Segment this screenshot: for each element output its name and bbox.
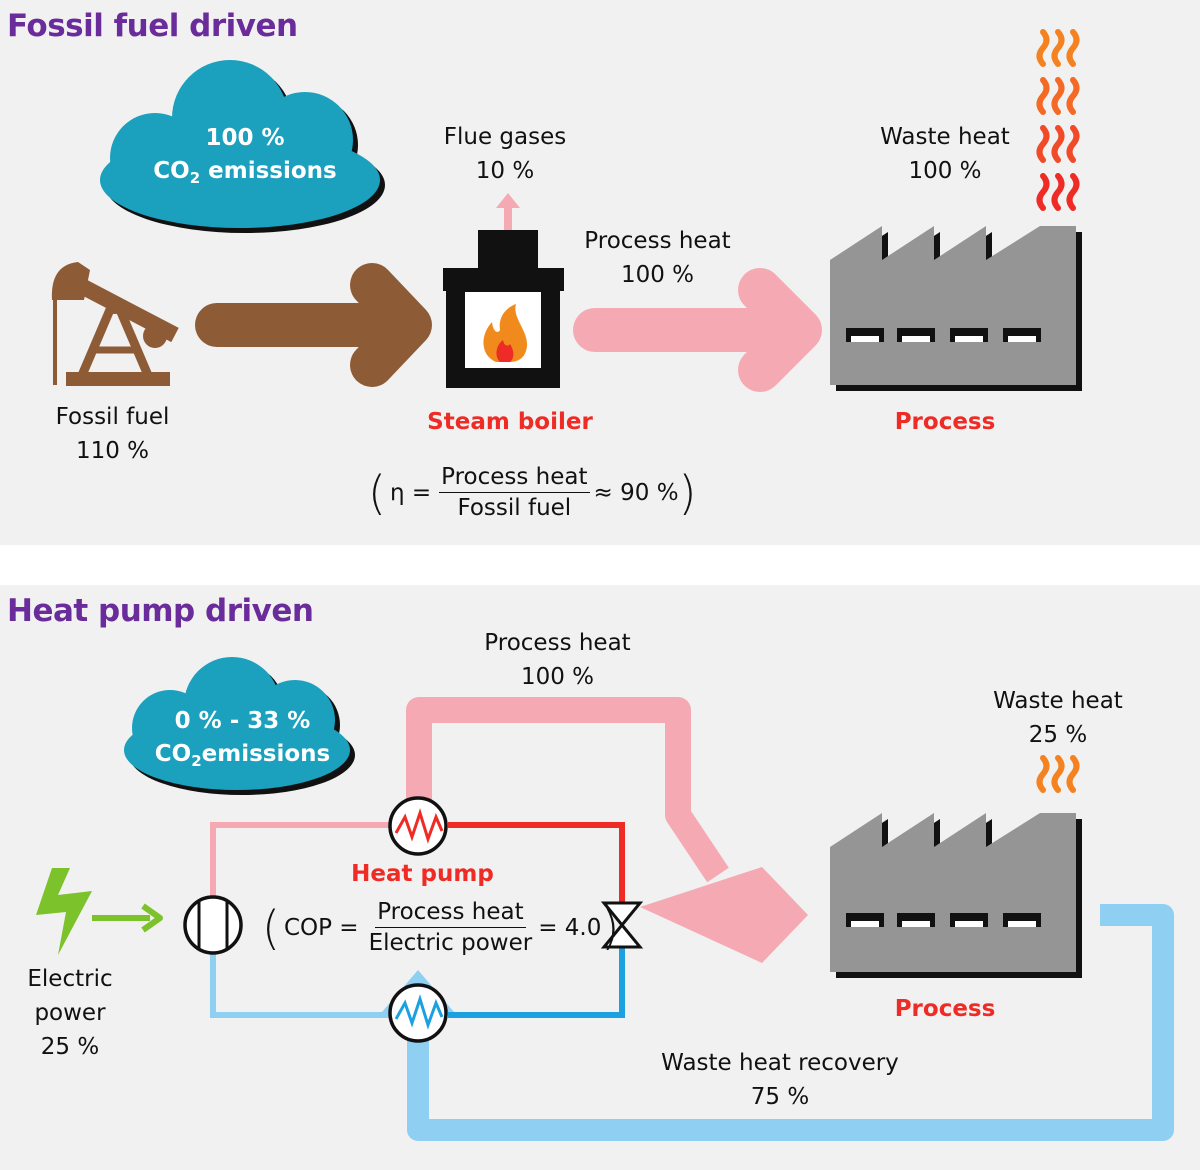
electric-power-label: Electric power 25 % <box>10 962 130 1064</box>
process-label: Process <box>894 996 996 1022</box>
process-heat-arrow <box>573 268 822 392</box>
electric-power-value: 25 % <box>40 1034 100 1060</box>
waste-heat-label: Waste heat 25 % <box>978 684 1138 752</box>
formula-denominator: Fossil fuel <box>457 495 572 521</box>
efficiency-formula: ( η = Process heat Fossil fuel ≈ 90 % ) <box>368 462 697 521</box>
waste-heat-recovery-value: 75 % <box>750 1084 810 1110</box>
steam-boiler-label: Steam boiler <box>427 409 593 435</box>
heat-pump-panel: Heat pump driven <box>0 585 1200 1170</box>
waste-heat-recovery-label: Waste heat recovery 75 % <box>650 1046 910 1114</box>
formula-numerator: Process heat <box>375 897 526 928</box>
fossil-fuel-panel: Fossil fuel driven <box>0 0 1200 545</box>
formula-denominator: Electric power <box>368 930 533 956</box>
heat-pump-diagram <box>36 657 1174 1141</box>
formula-rhs: ≈ 90 % <box>593 479 679 506</box>
co2-percentage: 100 % <box>205 125 285 151</box>
steam-boiler-icon <box>443 230 564 388</box>
panel-title-fossil: Fossil fuel driven <box>7 8 298 44</box>
lightning-bolt-icon <box>36 868 92 955</box>
formula-rhs: = 4.0 <box>538 914 602 941</box>
fossil-diagram <box>51 29 1082 392</box>
heat-pump-label: Heat pump <box>351 861 494 887</box>
waste-heat-icon <box>1036 29 1080 211</box>
fossil-fuel-value: 110 % <box>75 438 150 464</box>
process-heat-label: Process heat 100 % <box>470 626 645 694</box>
cop-formula: ( COP = Process heat Electric power = 4.… <box>262 897 620 956</box>
waste-heat-icon <box>1036 755 1080 793</box>
pump-jack-icon <box>51 262 179 386</box>
evaporator-icon <box>388 983 448 1043</box>
co2-cloud-text: 0 % - 33 % CO2emissions <box>140 705 345 778</box>
formula-numerator: Process heat <box>439 462 590 493</box>
process-heat-value: 100 % <box>520 664 595 690</box>
flue-gases-value: 10 % <box>475 158 535 184</box>
fossil-fuel-arrow <box>195 263 432 387</box>
process-heat-label: Process heat 100 % <box>570 224 745 292</box>
co2-emissions-label: CO2emissions <box>154 741 331 770</box>
co2-cloud-icon <box>124 657 355 795</box>
factory-icon <box>830 226 1082 391</box>
panel-title-heat-pump: Heat pump driven <box>7 593 314 629</box>
waste-heat-value: 25 % <box>1028 722 1088 748</box>
heat-pump-cycle <box>210 822 625 1018</box>
condenser-icon <box>388 796 448 856</box>
co2-emissions-label: CO2 emissions <box>153 158 337 187</box>
electric-power-arrow <box>92 903 163 933</box>
fossil-fuel-label: Fossil fuel 110 % <box>40 400 185 468</box>
flue-gases-label: Flue gases 10 % <box>430 120 580 188</box>
formula-lhs: COP = <box>283 914 359 941</box>
process-label: Process <box>894 409 996 435</box>
waste-heat-value: 100 % <box>908 158 982 184</box>
co2-cloud-icon <box>100 60 385 233</box>
process-heat-arrow <box>406 697 808 963</box>
factory-icon <box>830 813 1082 978</box>
co2-percentage: 0 % - 33 % <box>174 708 311 734</box>
co2-cloud-text: 100 % CO2 emissions <box>140 122 350 195</box>
waste-heat-label: Waste heat 100 % <box>865 120 1025 188</box>
formula-lhs: η = <box>389 479 432 506</box>
compressor-icon <box>183 895 243 955</box>
expansion-valve-icon <box>600 901 644 949</box>
process-heat-value: 100 % <box>620 262 695 288</box>
